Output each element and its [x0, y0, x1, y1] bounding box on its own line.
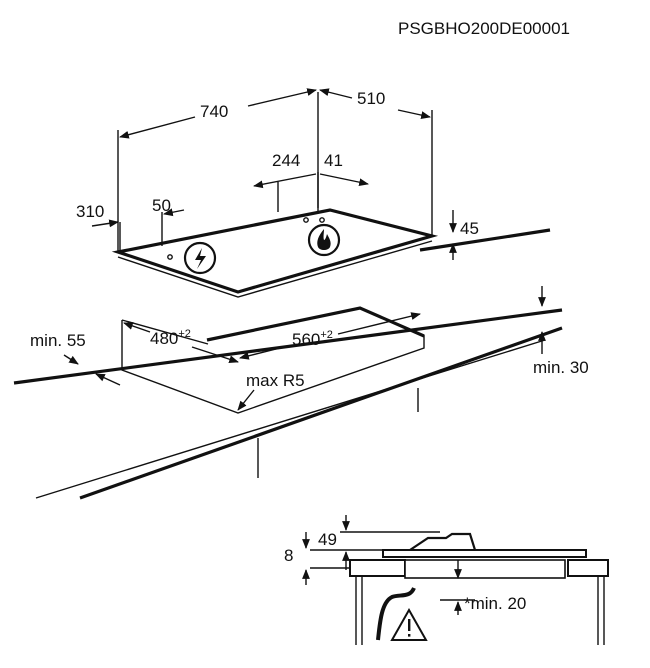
svg-text:510: 510	[357, 89, 385, 108]
dimension-49: 49	[318, 515, 350, 570]
gas-flame-icon	[307, 223, 341, 257]
hob-edge	[117, 240, 433, 298]
svg-text:min. 55: min. 55	[30, 331, 86, 350]
cutout-outline	[121, 320, 425, 414]
warning-triangle-icon	[390, 607, 428, 641]
svg-text:310: 310	[76, 202, 104, 221]
dimension-min-55: min. 55	[30, 331, 121, 386]
dimension-740: 740	[117, 88, 319, 252]
svg-text:min. 30: min. 30	[533, 358, 589, 377]
electric-connection-icon	[183, 241, 217, 275]
dimension-min-30: min. 30	[533, 286, 589, 377]
worktop-drawing	[13, 306, 563, 500]
section-detail	[310, 531, 609, 645]
svg-text:41: 41	[324, 151, 343, 170]
dimension-560: 560+2	[239, 312, 421, 360]
svg-text:244: 244	[272, 151, 300, 170]
dimension-8: 8	[284, 532, 310, 585]
svg-text:740: 740	[200, 102, 228, 121]
dimension-310-50: 310 50	[76, 196, 185, 252]
dimension-45: 45	[449, 210, 479, 260]
svg-text:50: 50	[152, 196, 171, 215]
document-code: PSGBHO200DE00001	[398, 19, 570, 38]
dimension-244-41: 244 41	[253, 151, 369, 212]
svg-text:49: 49	[318, 530, 337, 549]
dimension-max-r5: max R5	[237, 371, 305, 411]
hob-drawing	[111, 208, 551, 298]
dimension-min-20: *min. 20	[464, 594, 526, 613]
dimension-480: 480+2	[123, 322, 239, 363]
hob-outline	[111, 208, 439, 294]
worktop-back-edge	[419, 228, 551, 252]
worktop-lower-edge	[79, 326, 563, 500]
svg-text:560+2: 560+2	[292, 329, 333, 349]
dimension-510: 510	[319, 88, 433, 236]
svg-text:480+2: 480+2	[150, 328, 191, 348]
svg-text:8: 8	[284, 546, 293, 565]
svg-text:max R5: max R5	[246, 371, 305, 390]
svg-text:45: 45	[460, 219, 479, 238]
